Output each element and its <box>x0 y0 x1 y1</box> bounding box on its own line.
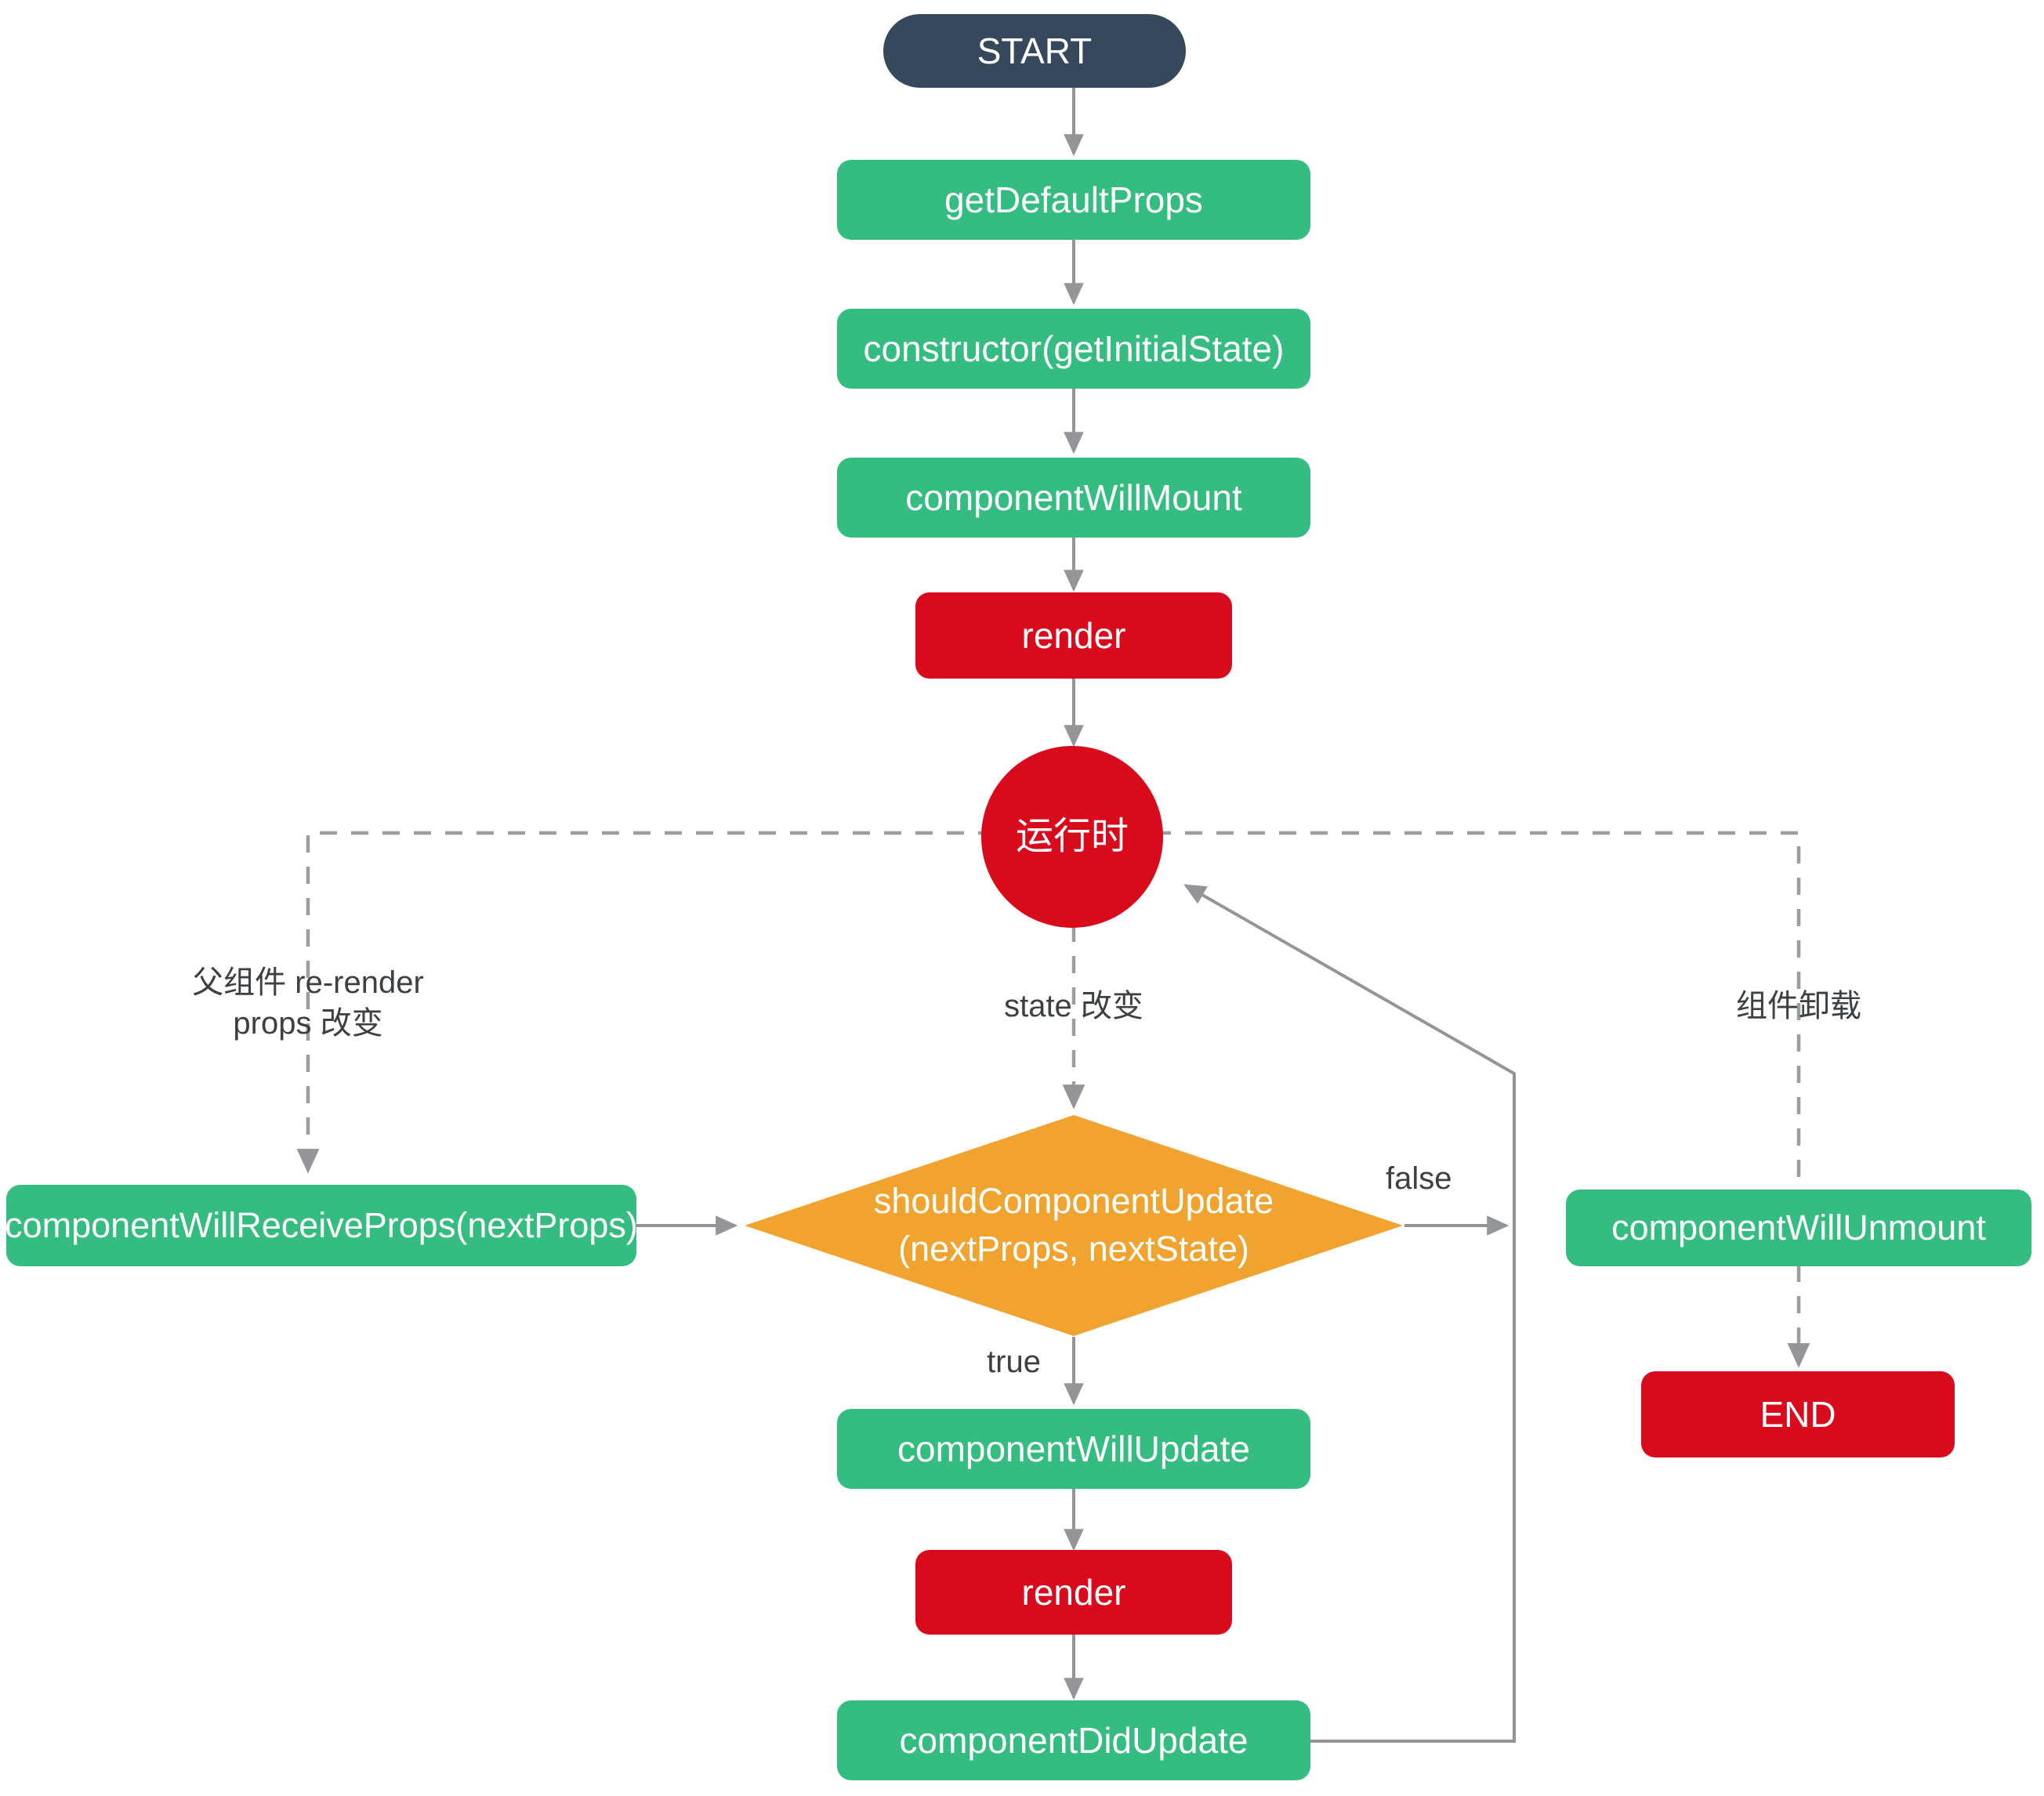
node-component-will-mount[interactable]: componentWillMount <box>837 458 1310 538</box>
node-component-did-update[interactable]: componentDidUpdate <box>837 1700 1310 1780</box>
edge-label-parent-rerender: 父组件 re-render props 改变 <box>192 965 424 1041</box>
node-constructor-label: constructor(getInitialState) <box>863 328 1285 369</box>
node-component-will-unmount[interactable]: componentWillUnmount <box>1566 1189 2031 1266</box>
node-runtime-label: 运行时 <box>1015 815 1129 857</box>
node-get-default-props[interactable]: getDefaultProps <box>837 160 1310 240</box>
node-component-will-update-label: componentWillUpdate <box>897 1428 1250 1469</box>
node-start[interactable]: START <box>883 14 1186 88</box>
edge-label-true: true <box>987 1345 1041 1379</box>
edge-label-state-change: state 改变 <box>1004 989 1143 1023</box>
node-render-mount[interactable]: render <box>915 592 1232 679</box>
node-component-will-unmount-label: componentWillUnmount <box>1611 1207 1986 1247</box>
node-should-component-update-label: shouldComponentUpdate (nextProps, nextSt… <box>873 1181 1274 1269</box>
node-render-update[interactable]: render <box>915 1550 1232 1635</box>
node-end[interactable]: END <box>1641 1371 1955 1457</box>
node-component-will-update[interactable]: componentWillUpdate <box>837 1409 1310 1489</box>
node-runtime[interactable]: 运行时 <box>981 746 1163 928</box>
node-end-label: END <box>1760 1393 1836 1435</box>
node-component-will-receive-props-label: componentWillReceiveProps(nextProps) <box>5 1204 638 1245</box>
edge-label-false: false <box>1386 1161 1452 1196</box>
node-should-component-update[interactable]: shouldComponentUpdate (nextProps, nextSt… <box>745 1115 1403 1336</box>
node-constructor[interactable]: constructor(getInitialState) <box>837 309 1310 389</box>
edge-label-component-unmount: 组件卸载 <box>1736 989 1861 1023</box>
node-get-default-props-label: getDefaultProps <box>944 179 1203 220</box>
node-render-update-label: render <box>1021 1571 1126 1613</box>
node-start-label: START <box>977 30 1093 71</box>
node-component-will-receive-props[interactable]: componentWillReceiveProps(nextProps) <box>5 1185 638 1266</box>
node-render-mount-label: render <box>1021 614 1126 656</box>
node-component-did-update-label: componentDidUpdate <box>899 1719 1249 1761</box>
node-component-will-mount-label: componentWillMount <box>905 476 1242 518</box>
